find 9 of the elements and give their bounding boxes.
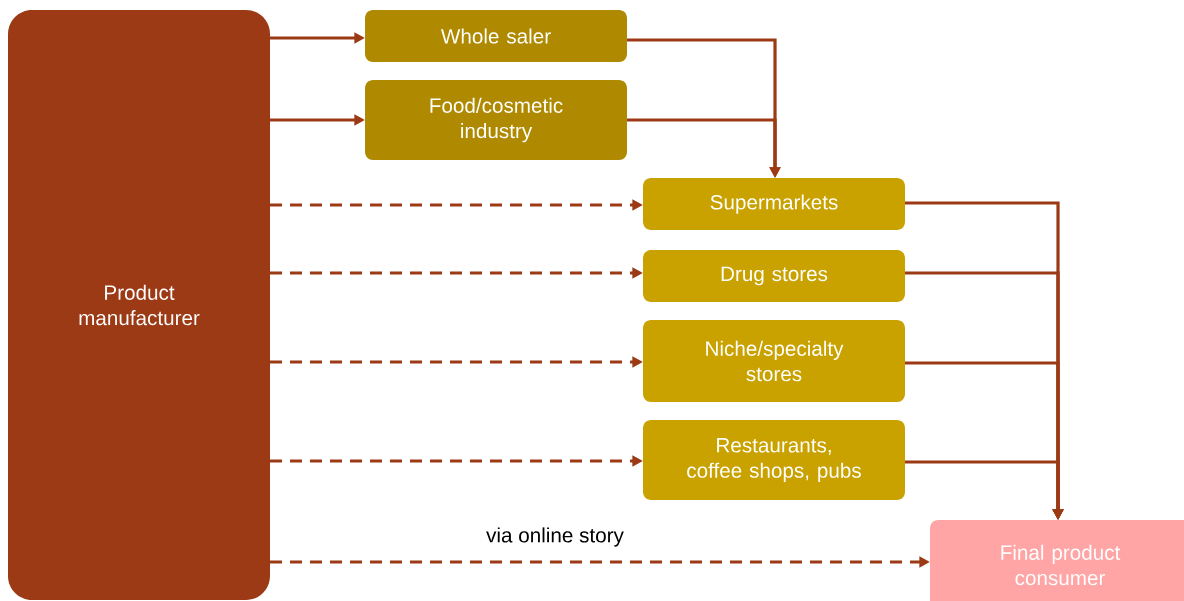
- process-box: Drug stores: [643, 250, 905, 302]
- process-box: Whole saler: [365, 10, 627, 62]
- process-box: Food/cosmetic industry: [365, 80, 627, 160]
- consumer-box: Final product consumer: [930, 520, 1184, 601]
- manufacturer-box: Product manufacturer: [8, 10, 270, 600]
- process-box: Niche/specialty stores: [643, 320, 905, 402]
- process-box: Supermarkets: [643, 178, 905, 230]
- process-box: Restaurants, coffee shops, pubs: [643, 420, 905, 500]
- edge-label: via online story: [486, 527, 624, 547]
